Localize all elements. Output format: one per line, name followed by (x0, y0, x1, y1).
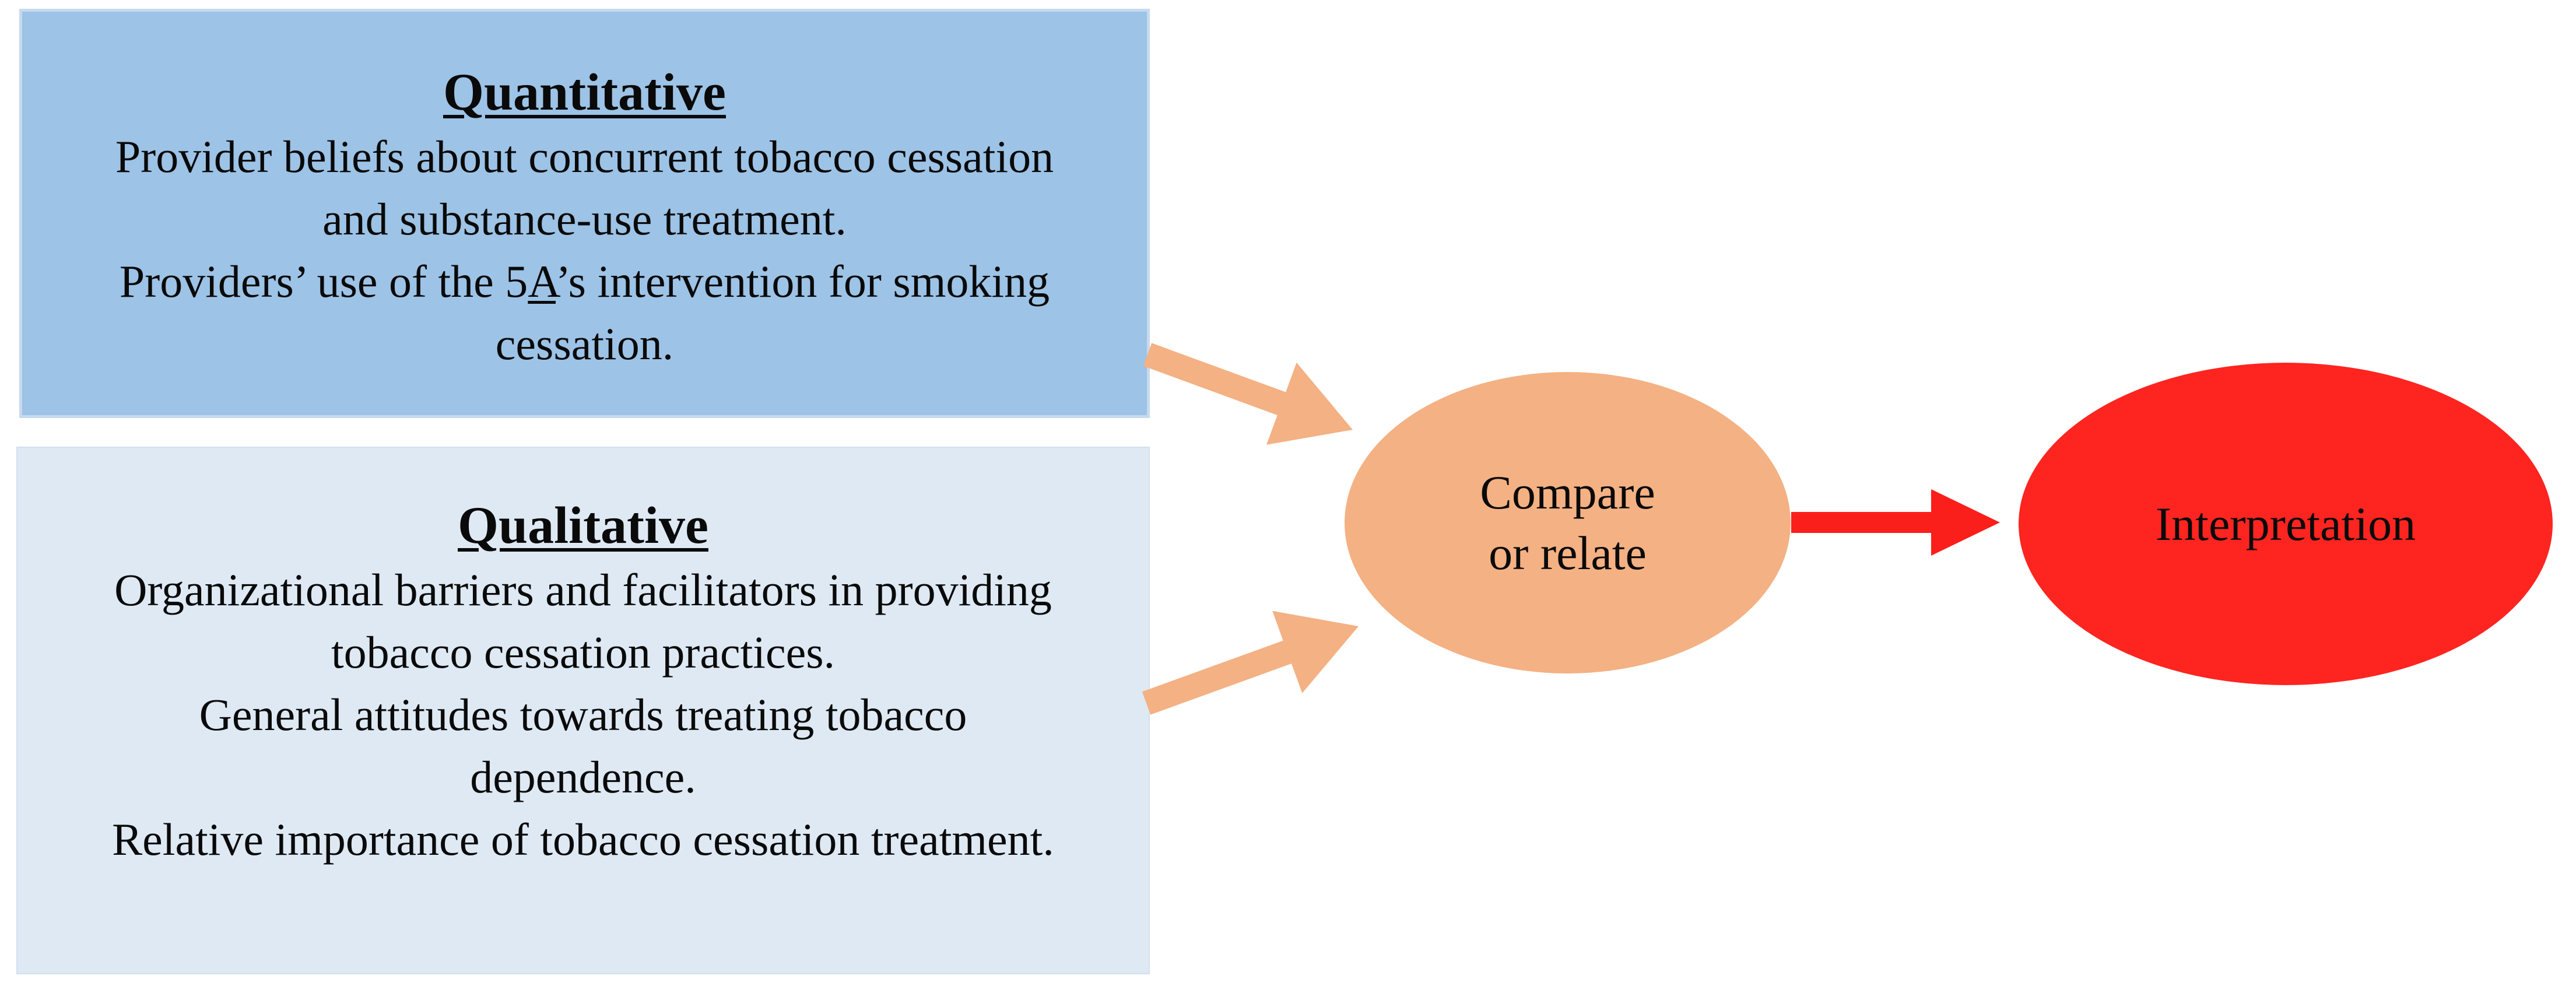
quantitative-line-2: and substance-use treatment. (322, 194, 847, 244)
qualitative-line-1: Organizational barriers and facilitators… (114, 564, 1052, 615)
quantitative-line-1: Provider beliefs about concurrent tobacc… (115, 131, 1054, 182)
line3-prefix: Providers’ use of the 5 (119, 256, 528, 307)
line3-underlined-A: A (528, 256, 556, 307)
quantitative-box: Quantitative Provider beliefs about conc… (19, 9, 1150, 418)
qualitative-title: Qualitative (458, 497, 708, 555)
qualitative-line-4: dependence. (470, 752, 696, 802)
quant-to-compare-arrow (1143, 343, 1353, 445)
interpretation-label: Interpretation (2155, 497, 2416, 550)
compare-or-relate-ellipse: Compare or relate (1345, 372, 1791, 673)
qualitative-box: Qualitative Organizational barriers and … (16, 447, 1150, 974)
quantitative-line-4: cessation. (495, 318, 674, 369)
line3-suffix: ’s intervention for smoking (556, 256, 1050, 307)
qualitative-line-2: tobacco cessation practices. (331, 627, 836, 678)
qualitative-line-5: Relative importance of tobacco cessation… (112, 814, 1054, 865)
compare-to-interpretation-arrow (1791, 489, 2000, 556)
quantitative-line-3: Providers’ use of the 5A’s intervention … (22, 250, 1147, 313)
compare-line-1: Compare (1480, 465, 1655, 519)
qual-to-compare-arrow (1142, 610, 1359, 715)
interpretation-ellipse: Interpretation (2019, 363, 2553, 685)
qualitative-line-3: General attitudes towards treating tobac… (199, 689, 967, 740)
quantitative-title: Quantitative (443, 64, 726, 121)
compare-line-2: or relate (1489, 526, 1647, 580)
